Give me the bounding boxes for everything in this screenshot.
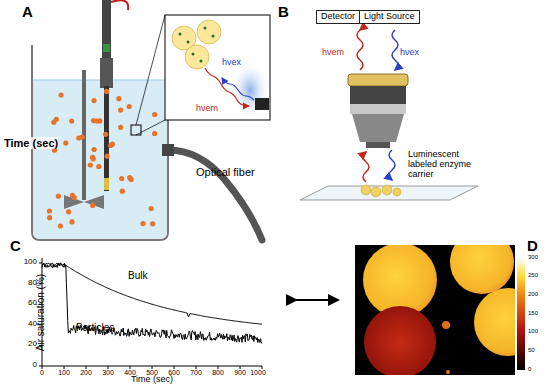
axis-tick — [218, 366, 219, 369]
axis-tick — [130, 366, 131, 369]
particle — [127, 175, 132, 180]
axis-tick — [152, 366, 153, 369]
axis-tick — [42, 366, 43, 369]
colorbar-tick: 300 — [528, 254, 538, 261]
tick-label: 60 — [28, 299, 37, 308]
particle — [54, 117, 59, 122]
tick-label: 900 — [234, 369, 246, 377]
fiber-label: Optical fiber — [196, 166, 255, 178]
particle — [110, 142, 115, 147]
axis-tick — [240, 366, 241, 369]
series-label: Bulk — [128, 270, 147, 281]
tick-label: 700 — [190, 369, 202, 377]
particle — [92, 147, 97, 152]
tick-label: 200 — [80, 369, 92, 377]
axis-tick — [39, 263, 42, 264]
particle — [103, 132, 108, 137]
panel-letter: B — [278, 4, 289, 21]
tick-label: 800 — [212, 369, 224, 377]
particle — [63, 141, 68, 146]
tick-label: 0 — [33, 361, 37, 370]
particle — [150, 221, 155, 226]
particle — [127, 104, 132, 109]
particle — [59, 92, 64, 97]
particles-curve — [42, 263, 262, 344]
axis-title: Time (sec) — [131, 375, 173, 385]
particle — [91, 98, 96, 103]
carrier-label: Luminescent labeled enzyme carrier — [408, 150, 488, 180]
tick-label: 0 — [40, 369, 44, 377]
particle — [88, 162, 93, 167]
particle — [116, 96, 121, 101]
bulk-curve — [42, 263, 262, 324]
particle — [69, 119, 74, 124]
particle — [94, 118, 99, 123]
tick-label: 20 — [28, 340, 37, 349]
particle — [140, 221, 145, 226]
excitation-label: hνex — [400, 48, 419, 58]
tick-label: 100 — [24, 258, 37, 267]
colorbar-tick: 150 — [528, 310, 538, 317]
colorbar-tick: 200 — [528, 291, 538, 298]
emission-label: hνem — [196, 104, 218, 114]
axis-title: Time (sec) — [4, 137, 58, 149]
colorbar-tick: 100 — [528, 328, 538, 335]
colorbar-tick: 250 — [528, 272, 538, 279]
particle — [70, 193, 75, 198]
node-text: Detector — [321, 11, 355, 21]
particle — [105, 154, 110, 159]
particle — [90, 203, 95, 208]
particle — [56, 194, 61, 199]
node-text: Light Source — [364, 11, 415, 21]
particle — [104, 89, 109, 94]
colorbar-tick: 0 — [528, 366, 531, 373]
particle — [47, 215, 52, 220]
particle — [118, 108, 123, 113]
light-source-box: Light Source — [359, 10, 420, 24]
particle — [119, 176, 124, 181]
particle — [96, 164, 101, 169]
panel-letter: D — [527, 238, 538, 255]
particle — [152, 112, 157, 117]
tick-label: 300 — [102, 369, 114, 377]
particle — [120, 189, 125, 194]
colorbar-tick: 50 — [528, 347, 535, 354]
axis-tick — [262, 366, 263, 369]
axis-tick — [108, 366, 109, 369]
particle — [152, 131, 157, 136]
axis-tick — [174, 366, 175, 369]
particle — [66, 209, 71, 214]
tick-label: 1000 — [250, 369, 266, 377]
tick-label: 80 — [28, 279, 37, 288]
excitation-label: hνex — [222, 58, 241, 68]
particle — [69, 219, 74, 224]
particle — [47, 208, 52, 213]
series-label: Particles — [76, 322, 114, 333]
particle — [76, 135, 81, 140]
tick-label: 100 — [58, 369, 70, 377]
particle — [149, 206, 154, 211]
emission-label: hνem — [322, 48, 344, 58]
particle — [118, 125, 123, 130]
axis-tick — [196, 366, 197, 369]
particle — [90, 155, 95, 160]
panel-letter: A — [22, 4, 33, 21]
detector-box: Detector — [316, 10, 360, 24]
tick-label: 40 — [28, 320, 37, 329]
panel-letter: C — [10, 238, 21, 255]
axis-tick — [64, 366, 65, 369]
axis-tick — [86, 366, 87, 369]
particle — [58, 223, 63, 228]
